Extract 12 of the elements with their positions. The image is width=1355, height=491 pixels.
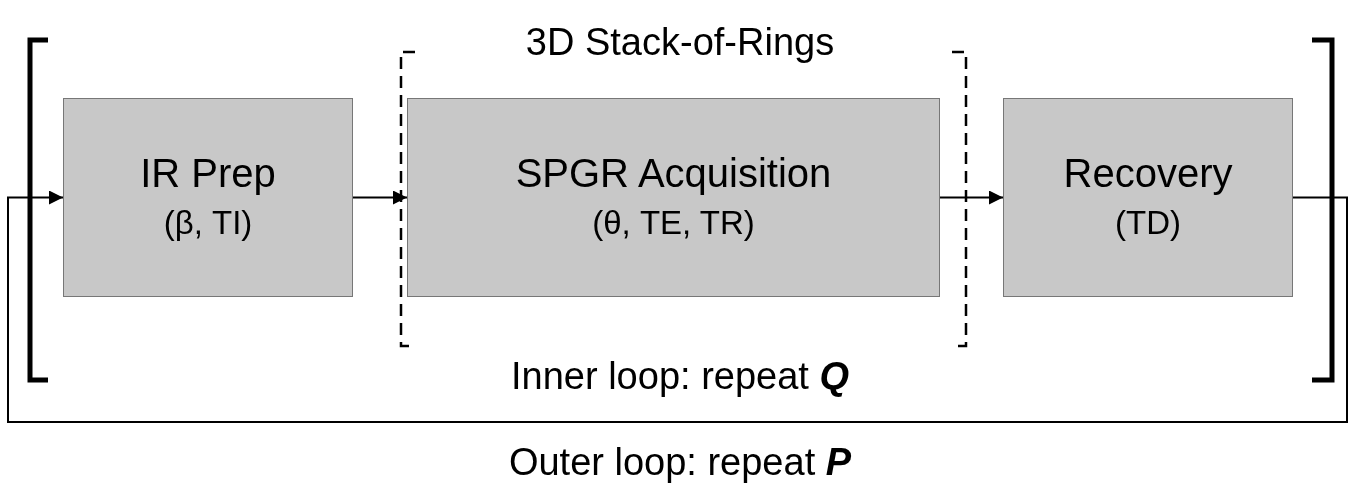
box-title: Recovery bbox=[1063, 149, 1233, 197]
arrow bbox=[352, 190, 408, 205]
box-title: IR Prep bbox=[140, 149, 276, 197]
parameter-text: (β, TI) bbox=[163, 202, 253, 243]
arrow bbox=[7, 190, 1348, 423]
box-title: SPGR Acquisition bbox=[515, 149, 832, 197]
arrow bbox=[939, 190, 1004, 205]
parameter-text: (TD) bbox=[1115, 202, 1181, 243]
process-box bbox=[407, 98, 940, 297]
process-box bbox=[63, 98, 353, 297]
process-box bbox=[1003, 98, 1293, 297]
parameter-text: (θ, TE, TR) bbox=[592, 202, 755, 243]
